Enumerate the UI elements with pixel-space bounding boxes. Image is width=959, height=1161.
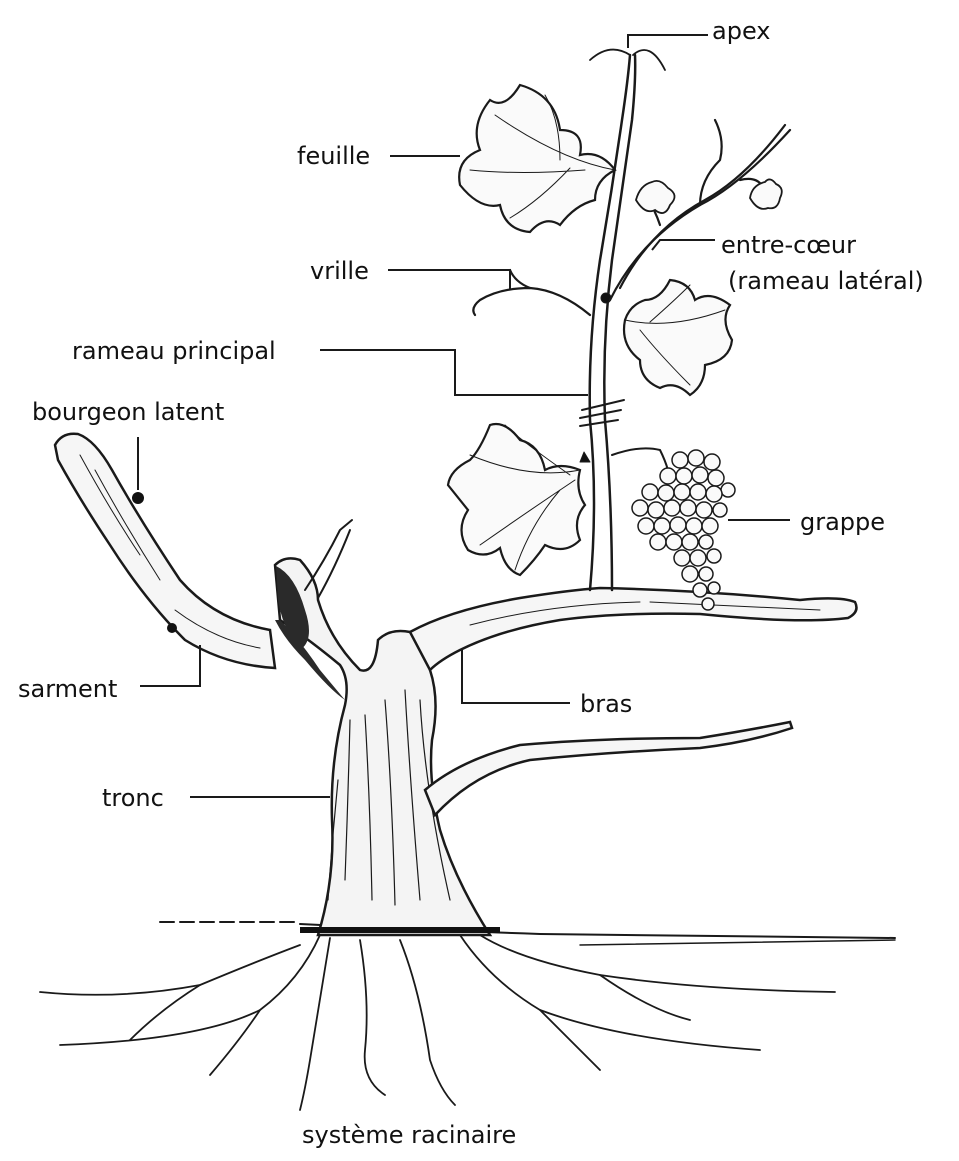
leader-bras bbox=[462, 650, 570, 703]
leader-sarment bbox=[140, 645, 200, 686]
leaf-bottom bbox=[448, 424, 585, 575]
label-tronc: tronc bbox=[102, 783, 164, 813]
bras-arm bbox=[410, 588, 856, 670]
leader-entre-coeur bbox=[652, 240, 715, 250]
label-rameau-principal: rameau principal bbox=[72, 336, 276, 366]
leaf-top bbox=[459, 85, 615, 232]
leader-lines bbox=[138, 35, 790, 797]
label-rameau-lateral: (rameau latéral) bbox=[728, 266, 924, 296]
leaf-small-2 bbox=[750, 179, 782, 208]
root-system bbox=[40, 935, 835, 1110]
sarment-cane bbox=[55, 434, 275, 668]
label-apex: apex bbox=[712, 16, 771, 46]
label-bras: bras bbox=[580, 689, 632, 719]
leader-apex bbox=[628, 35, 708, 48]
latent-bud-dot bbox=[132, 492, 144, 504]
label-entre-coeur: entre-cœur bbox=[721, 230, 856, 260]
leader-rameau-principal bbox=[320, 350, 588, 395]
label-feuille: feuille bbox=[297, 141, 370, 171]
leaf-right bbox=[624, 280, 732, 395]
label-sarment: sarment bbox=[18, 674, 117, 704]
grape-cluster bbox=[612, 448, 735, 610]
tendril bbox=[473, 270, 590, 315]
leader-vrille bbox=[388, 270, 510, 290]
label-systeme-racinaire: système racinaire bbox=[302, 1120, 516, 1150]
label-vrille: vrille bbox=[310, 256, 369, 286]
ground-line bbox=[160, 922, 895, 945]
label-grappe: grappe bbox=[800, 507, 885, 537]
lower-arm bbox=[425, 722, 792, 815]
trunk bbox=[275, 520, 500, 935]
leaf-small-1 bbox=[636, 181, 675, 213]
label-bourgeon-latent: bourgeon latent bbox=[32, 397, 224, 427]
